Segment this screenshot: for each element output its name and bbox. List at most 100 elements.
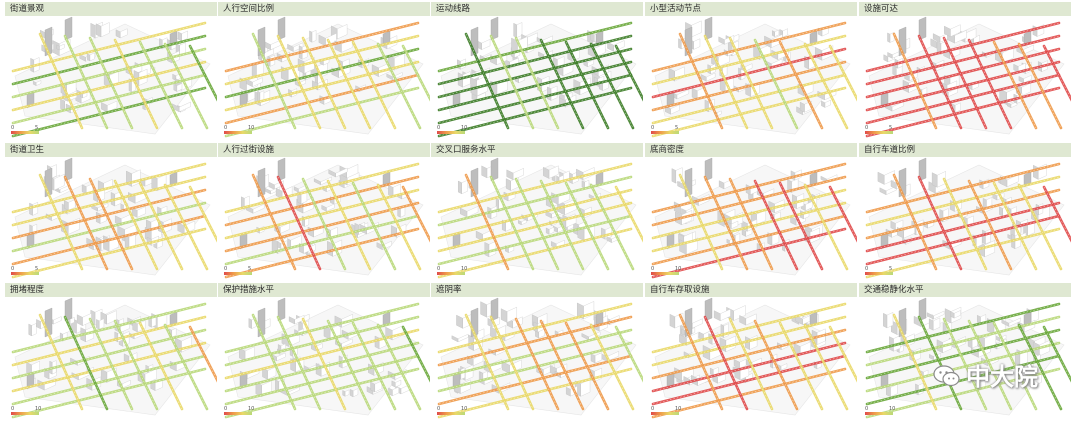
street-centerline: [943, 318, 987, 410]
street-segment: [351, 40, 397, 130]
street-segment: [778, 181, 824, 271]
street-centerline: [918, 176, 962, 270]
tower: [64, 16, 73, 41]
street-centerline: [652, 202, 846, 252]
street-centerline: [729, 318, 773, 410]
street-centerline: [438, 316, 632, 366]
legend-gradient: [224, 412, 252, 415]
street-centerline: [64, 176, 108, 270]
street-centerline: [652, 35, 846, 85]
panel-header: 人行空间比例: [218, 2, 430, 16]
building: [543, 165, 559, 179]
street-map: [865, 16, 1071, 138]
tower: [918, 157, 927, 182]
street-segment: [992, 321, 1038, 411]
street-centerline: [64, 316, 108, 410]
street-centerline: [652, 316, 846, 366]
legend-low-label: 0: [865, 406, 869, 412]
building: [500, 306, 517, 323]
panel-title: 自行车道比例: [864, 145, 916, 155]
street-map: [437, 157, 643, 279]
street-centerline: [225, 355, 419, 405]
legend-high-label: 10: [35, 406, 42, 412]
street-centerline: [866, 342, 1060, 392]
building: [883, 312, 894, 329]
panel-title: 交通稳静化水平: [864, 285, 924, 295]
building: [76, 312, 92, 326]
panel-title: 交叉口服务水平: [436, 145, 496, 155]
building: [982, 228, 991, 245]
street-centerline: [515, 318, 559, 410]
street-centerline: [615, 186, 643, 241]
street-centerline: [189, 45, 217, 100]
street-centerline: [918, 35, 962, 129]
tower: [277, 297, 286, 322]
street-centerline: [866, 48, 1060, 98]
building: [275, 186, 293, 199]
street-centerline: [943, 37, 987, 129]
street-segment: [564, 40, 610, 130]
street-map: [651, 16, 857, 138]
panel-header: 交通稳静化水平: [859, 283, 1071, 297]
street-segment: [251, 313, 297, 411]
street-centerline: [652, 342, 846, 392]
panel-header: 自行车道比例: [859, 143, 1071, 157]
street-centerline: [438, 61, 632, 111]
legend-gradient: [437, 412, 465, 415]
street-centerline: [302, 37, 346, 129]
legend-high-label: 5: [889, 125, 893, 131]
street-centerline: [1043, 186, 1071, 241]
legend-high-label: 10: [248, 125, 255, 131]
tower: [704, 297, 713, 322]
street-centerline: [377, 43, 421, 129]
street-centerline: [402, 45, 430, 100]
legend-high-label: 10: [248, 406, 255, 412]
street-centerline: [652, 303, 846, 353]
street-centerline: [438, 87, 632, 137]
street-centerline: [590, 184, 634, 270]
street-segment: [778, 321, 824, 411]
street-centerline: [302, 178, 346, 270]
street-centerline: [866, 61, 1060, 111]
street-centerline: [829, 186, 857, 241]
panel-title: 自行车存取设施: [650, 285, 710, 295]
street-centerline: [302, 318, 346, 410]
street-centerline: [12, 61, 206, 111]
street-centerline: [164, 324, 208, 410]
street-centerline: [866, 368, 1060, 418]
street-centerline: [729, 178, 773, 270]
panel-title: 街道景观: [10, 4, 45, 14]
street-segment: [678, 313, 724, 411]
building: [944, 24, 961, 37]
street-centerline: [1043, 326, 1071, 381]
street-centerline: [804, 324, 848, 410]
street-centerline: [189, 326, 217, 381]
street-centerline: [515, 178, 559, 270]
street-centerline: [968, 39, 1012, 129]
street-centerline: [754, 180, 798, 270]
street-centerline: [866, 303, 1060, 353]
tower: [277, 16, 286, 41]
panel-title: 拥堵程度: [10, 285, 45, 295]
street-centerline: [729, 37, 773, 129]
legend-high-label: 5: [35, 125, 39, 131]
street-centerline: [277, 176, 321, 270]
building: [777, 363, 788, 371]
tower: [704, 16, 713, 41]
street-centerline: [12, 87, 206, 137]
street-centerline: [652, 189, 846, 239]
wechat-icon: [933, 365, 960, 387]
street-centerline: [866, 215, 1060, 265]
street-centerline: [438, 35, 632, 85]
street-segment: [138, 40, 184, 130]
street-map: [224, 157, 430, 279]
street-centerline: [1018, 184, 1062, 270]
